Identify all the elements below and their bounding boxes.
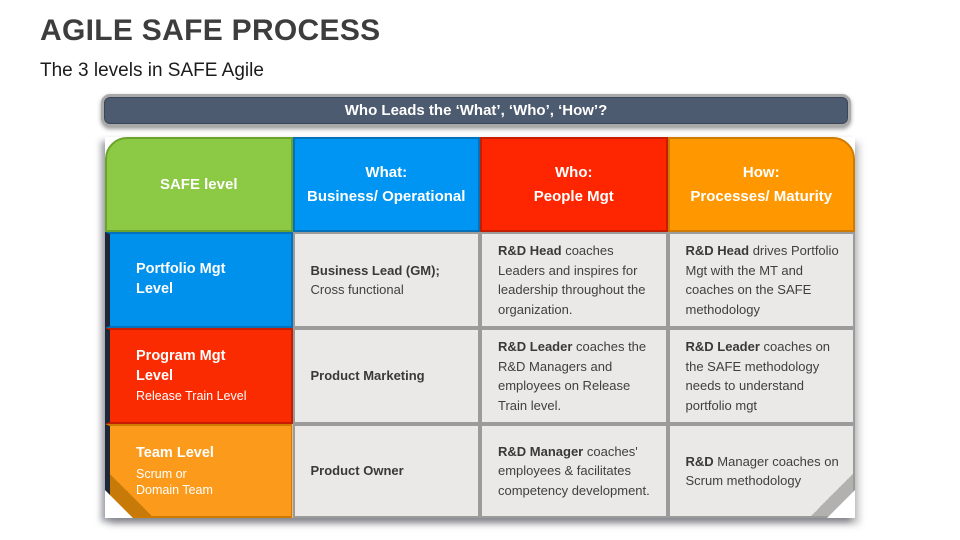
row-label-name: Team Level [136, 444, 214, 461]
cell-lead-text: Business Lead (GM); [310, 262, 440, 278]
header-line1: SAFE level [159, 175, 238, 193]
cell-rest-text: coaches Leaders and inspires for leaders… [498, 243, 646, 317]
question-banner: Who Leads the ‘What’, ‘Who’, ‘How’? [101, 94, 851, 127]
page-title: AGILE SAFE PROCESS [40, 14, 381, 47]
cell-rest-text: coaches on the SAFE methodology needs to… [685, 339, 831, 413]
header-cell-how: How: Processes/ Maturity [667, 137, 855, 232]
table-cell-portfolio-who: R&D Head coaches Leaders and inspires fo… [480, 232, 668, 328]
header-line2: Processes/ Maturity [690, 187, 833, 205]
cell-lead-text: R&D Manager [498, 443, 584, 459]
table-cell-portfolio-how: R&D Head drives Portfolio Mgt with the M… [667, 232, 855, 328]
header-line2: Business/ Operational [307, 187, 466, 205]
cell-lead-text: R&D Head [498, 243, 562, 258]
row-label-name: Program Mgt Level [136, 348, 226, 384]
cell-lead-text: R&D Head [685, 243, 750, 258]
header-cell-who: Who: People Mgt [480, 137, 668, 232]
cell-rest-text: Cross functional [310, 282, 404, 297]
safe-levels-table: SAFE level What: Business/ Operational W… [105, 137, 855, 518]
table-cell-program-how: R&D Leader coaches on the SAFE methodolo… [667, 328, 855, 424]
table-cell-program-who: R&D Leader coaches the R&D Managers and … [480, 328, 668, 424]
row-label-name: Portfolio Mgt Level [136, 261, 226, 297]
table-cell-team-how: R&D Manager coaches on Scrum methodology [668, 424, 856, 518]
row-label-program-mgt-level: Program Mgt Level Release Train Level [105, 328, 293, 424]
row-label-sub: Scrum or Domain Team [136, 466, 213, 497]
header-line1: What: [365, 164, 408, 182]
cell-rest-text: coaches' employees & facilitates compete… [498, 443, 650, 498]
table-cell-portfolio-what: Business Lead (GM); Cross functional [292, 232, 480, 328]
row-label-team-level: Team Level Scrum or Domain Team [105, 424, 293, 518]
cell-rest-text: Manager coaches on Scrum methodology [685, 453, 839, 488]
header-line1: Who: [555, 164, 593, 182]
cell-rest-text: coaches the R&D Managers and employees o… [498, 339, 647, 413]
page-subtitle: The 3 levels in SAFE Agile [40, 60, 264, 81]
cell-rest-text: drives Portfolio Mgt with the MT and coa… [685, 243, 839, 317]
cell-lead-text: R&D [685, 453, 714, 469]
header-line2: People Mgt [533, 187, 614, 205]
table-cell-team-who: R&D Manager coaches' employees & facilit… [480, 424, 668, 518]
header-cell-safe-level: SAFE level [105, 137, 293, 232]
header-cell-what: What: Business/ Operational [292, 137, 480, 232]
header-line1: How: [742, 164, 780, 182]
question-banner-text: Who Leads the ‘What’, ‘Who’, ‘How’? [344, 102, 608, 119]
row-label-sub: Release Train Level [136, 389, 247, 404]
cell-lead-text: Product Marketing [310, 368, 425, 384]
table-cell-program-what: Product Marketing [292, 328, 480, 424]
cell-lead-text: R&D Leader [685, 339, 760, 354]
cell-lead-text: R&D Leader [498, 339, 573, 354]
cell-lead-text: Product Owner [310, 463, 404, 479]
table-cell-team-what: Product Owner [292, 424, 480, 518]
row-label-portfolio-mgt-level: Portfolio Mgt Level [105, 232, 293, 328]
